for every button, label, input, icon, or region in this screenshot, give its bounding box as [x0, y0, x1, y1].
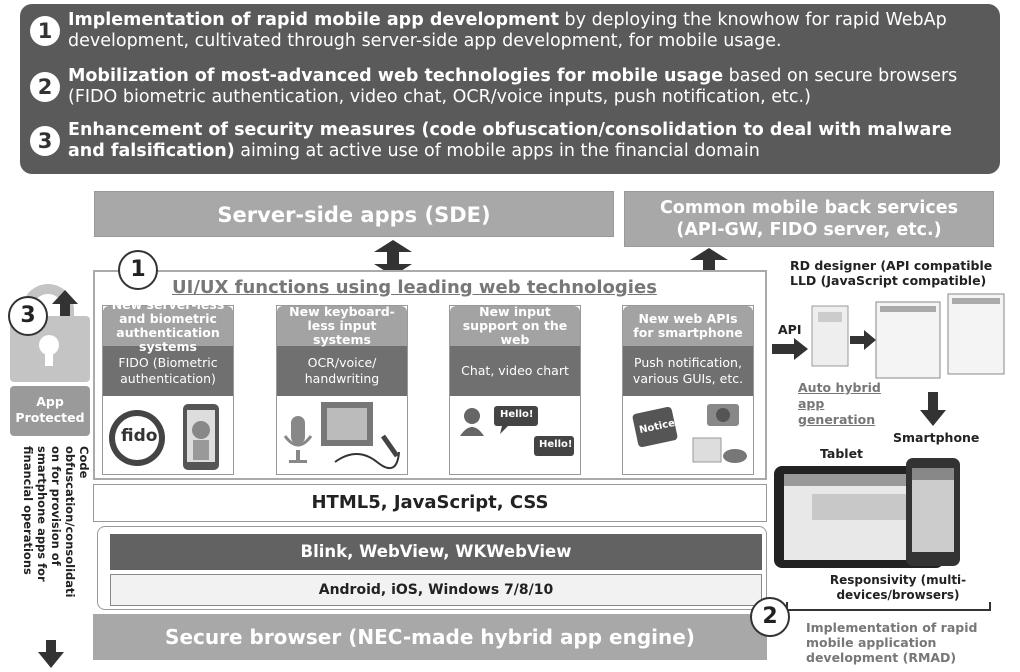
banner-number-1: 1: [30, 16, 60, 46]
bracket-line: [786, 602, 991, 611]
column-subheading: OCR/voice/ handwriting: [277, 346, 407, 396]
column-heading: New input support on the web: [450, 305, 580, 347]
rmad-label: Implementation of rapid mobile applicati…: [806, 620, 978, 665]
banner-item-3-text: aiming at active use of mobile apps in t…: [234, 141, 760, 161]
api-label: API: [778, 322, 802, 337]
vertical-line-3: on for provision of: [49, 446, 63, 567]
os-layer: Android, iOS, Windows 7/8/10: [110, 574, 762, 606]
column-heading: New web APIs for smartphone: [623, 306, 753, 346]
keyhole-stem: [45, 350, 53, 366]
column-heading: New server-less and biometric authentica…: [103, 298, 233, 354]
fido-illustration: fido: [103, 396, 233, 474]
top-banner: 1 Implementation of rapid mobile app dev…: [20, 4, 1000, 174]
arrow-up-icon: [52, 290, 78, 316]
banner-item-2-text: based on secure browsers (FIDO biometric…: [68, 66, 958, 107]
column-subheading: Chat, video chart: [450, 346, 580, 396]
arrow-right-icon: [772, 338, 808, 360]
feature-column-web-apis: New web APIs for smartphone Push notific…: [622, 305, 754, 475]
banner-number-3: 3: [30, 126, 60, 156]
smartphone-label: Smartphone: [893, 430, 980, 445]
tablet-label: Tablet: [820, 446, 864, 461]
notice-camera-icon: [632, 404, 747, 463]
rd-designer-label: RD designer (API compatible LLD (JavaScr…: [790, 258, 993, 288]
column-subheading: Push notification, various GUIs, etc.: [623, 346, 753, 396]
vertical-line-2: obfuscation/consolidati: [63, 446, 77, 597]
column-heading: New keyboard-less input systems: [277, 305, 407, 347]
html5-layer: HTML5, JavaScript, CSS: [93, 484, 767, 522]
banner-item-1: 1 Implementation of rapid mobile app dev…: [30, 10, 990, 52]
vertical-line-4: smartphone apps for: [35, 446, 49, 582]
keyhole-icon: [39, 335, 59, 355]
column-subheading: FIDO (Biometric authentication): [103, 346, 233, 396]
feature-column-keyboardless: New keyboard-less input systems OCR/voic…: [276, 305, 408, 475]
web-api-illustration: Notice!: [623, 396, 753, 474]
uiux-title: UI/UX functions using leading web techno…: [172, 277, 657, 298]
uiux-number-badge: 1: [118, 250, 158, 290]
rd-designer-screens: [811, 293, 1005, 379]
back-services-box: Common mobile back services (API-GW, FID…: [624, 191, 994, 247]
vertical-line-1: Code: [77, 446, 91, 479]
arrow-down-icon: [920, 392, 946, 426]
fido-logo-icon: [109, 404, 219, 470]
banner-item-3: 3 Enhancement of security measures (code…: [30, 120, 990, 162]
app-protected-label: App Protected: [10, 386, 90, 436]
chat-users-icon: [460, 406, 574, 456]
back-services-line1: Common mobile back services: [659, 198, 959, 218]
input-illustration: [277, 396, 407, 474]
microphone-pen-icon: [283, 402, 400, 470]
hello-bubble-text: Hello!: [500, 409, 534, 420]
fido-logo-text: fido: [121, 426, 158, 446]
responsivity-label: Responsivity (multi-devices/browsers): [829, 573, 967, 602]
banner-item-1-bold: Implementation of rapid mobile app devel…: [68, 10, 559, 30]
feature-column-input-support: New input support on the web Chat, video…: [449, 305, 581, 475]
banner-number-2: 2: [30, 72, 60, 102]
auto-hybrid-link: Auto hybrid app generation: [798, 380, 881, 427]
server-side-apps-box: Server-side apps (SDE): [94, 191, 614, 237]
banner-item-1-text: by deploying the knowhow for rapid WebAp…: [68, 10, 947, 51]
blink-layer: Blink, WebView, WKWebView: [110, 534, 762, 570]
vertical-line-5: financial operations: [21, 446, 35, 575]
banner-item-3-bold: Enhancement of security measures (code o…: [68, 120, 952, 161]
code-obfuscation-vertical-text: Code obfuscation/consolidati on for prov…: [21, 446, 91, 597]
tablet-smartphone-image: [774, 458, 960, 568]
feature-column-fido: New server-less and biometric authentica…: [102, 298, 234, 475]
double-arrow-icon: [374, 240, 412, 276]
banner-item-2-bold: Mobilization of most-advanced web techno…: [68, 66, 724, 86]
arrow-down-icon: [38, 640, 64, 668]
banner-item-2: 2 Mobilization of most-advanced web tech…: [30, 66, 990, 108]
secure-browser-layer: Secure browser (NEC-made hybrid app engi…: [93, 614, 767, 660]
back-services-line2: (API-GW, FIDO server, etc.): [676, 220, 942, 240]
chat-illustration: Hello! Hello!: [450, 396, 580, 474]
rmad-number-badge: 2: [750, 597, 790, 637]
security-number-badge: 3: [8, 296, 48, 336]
hello-bubble-text: Hello!: [539, 439, 573, 450]
